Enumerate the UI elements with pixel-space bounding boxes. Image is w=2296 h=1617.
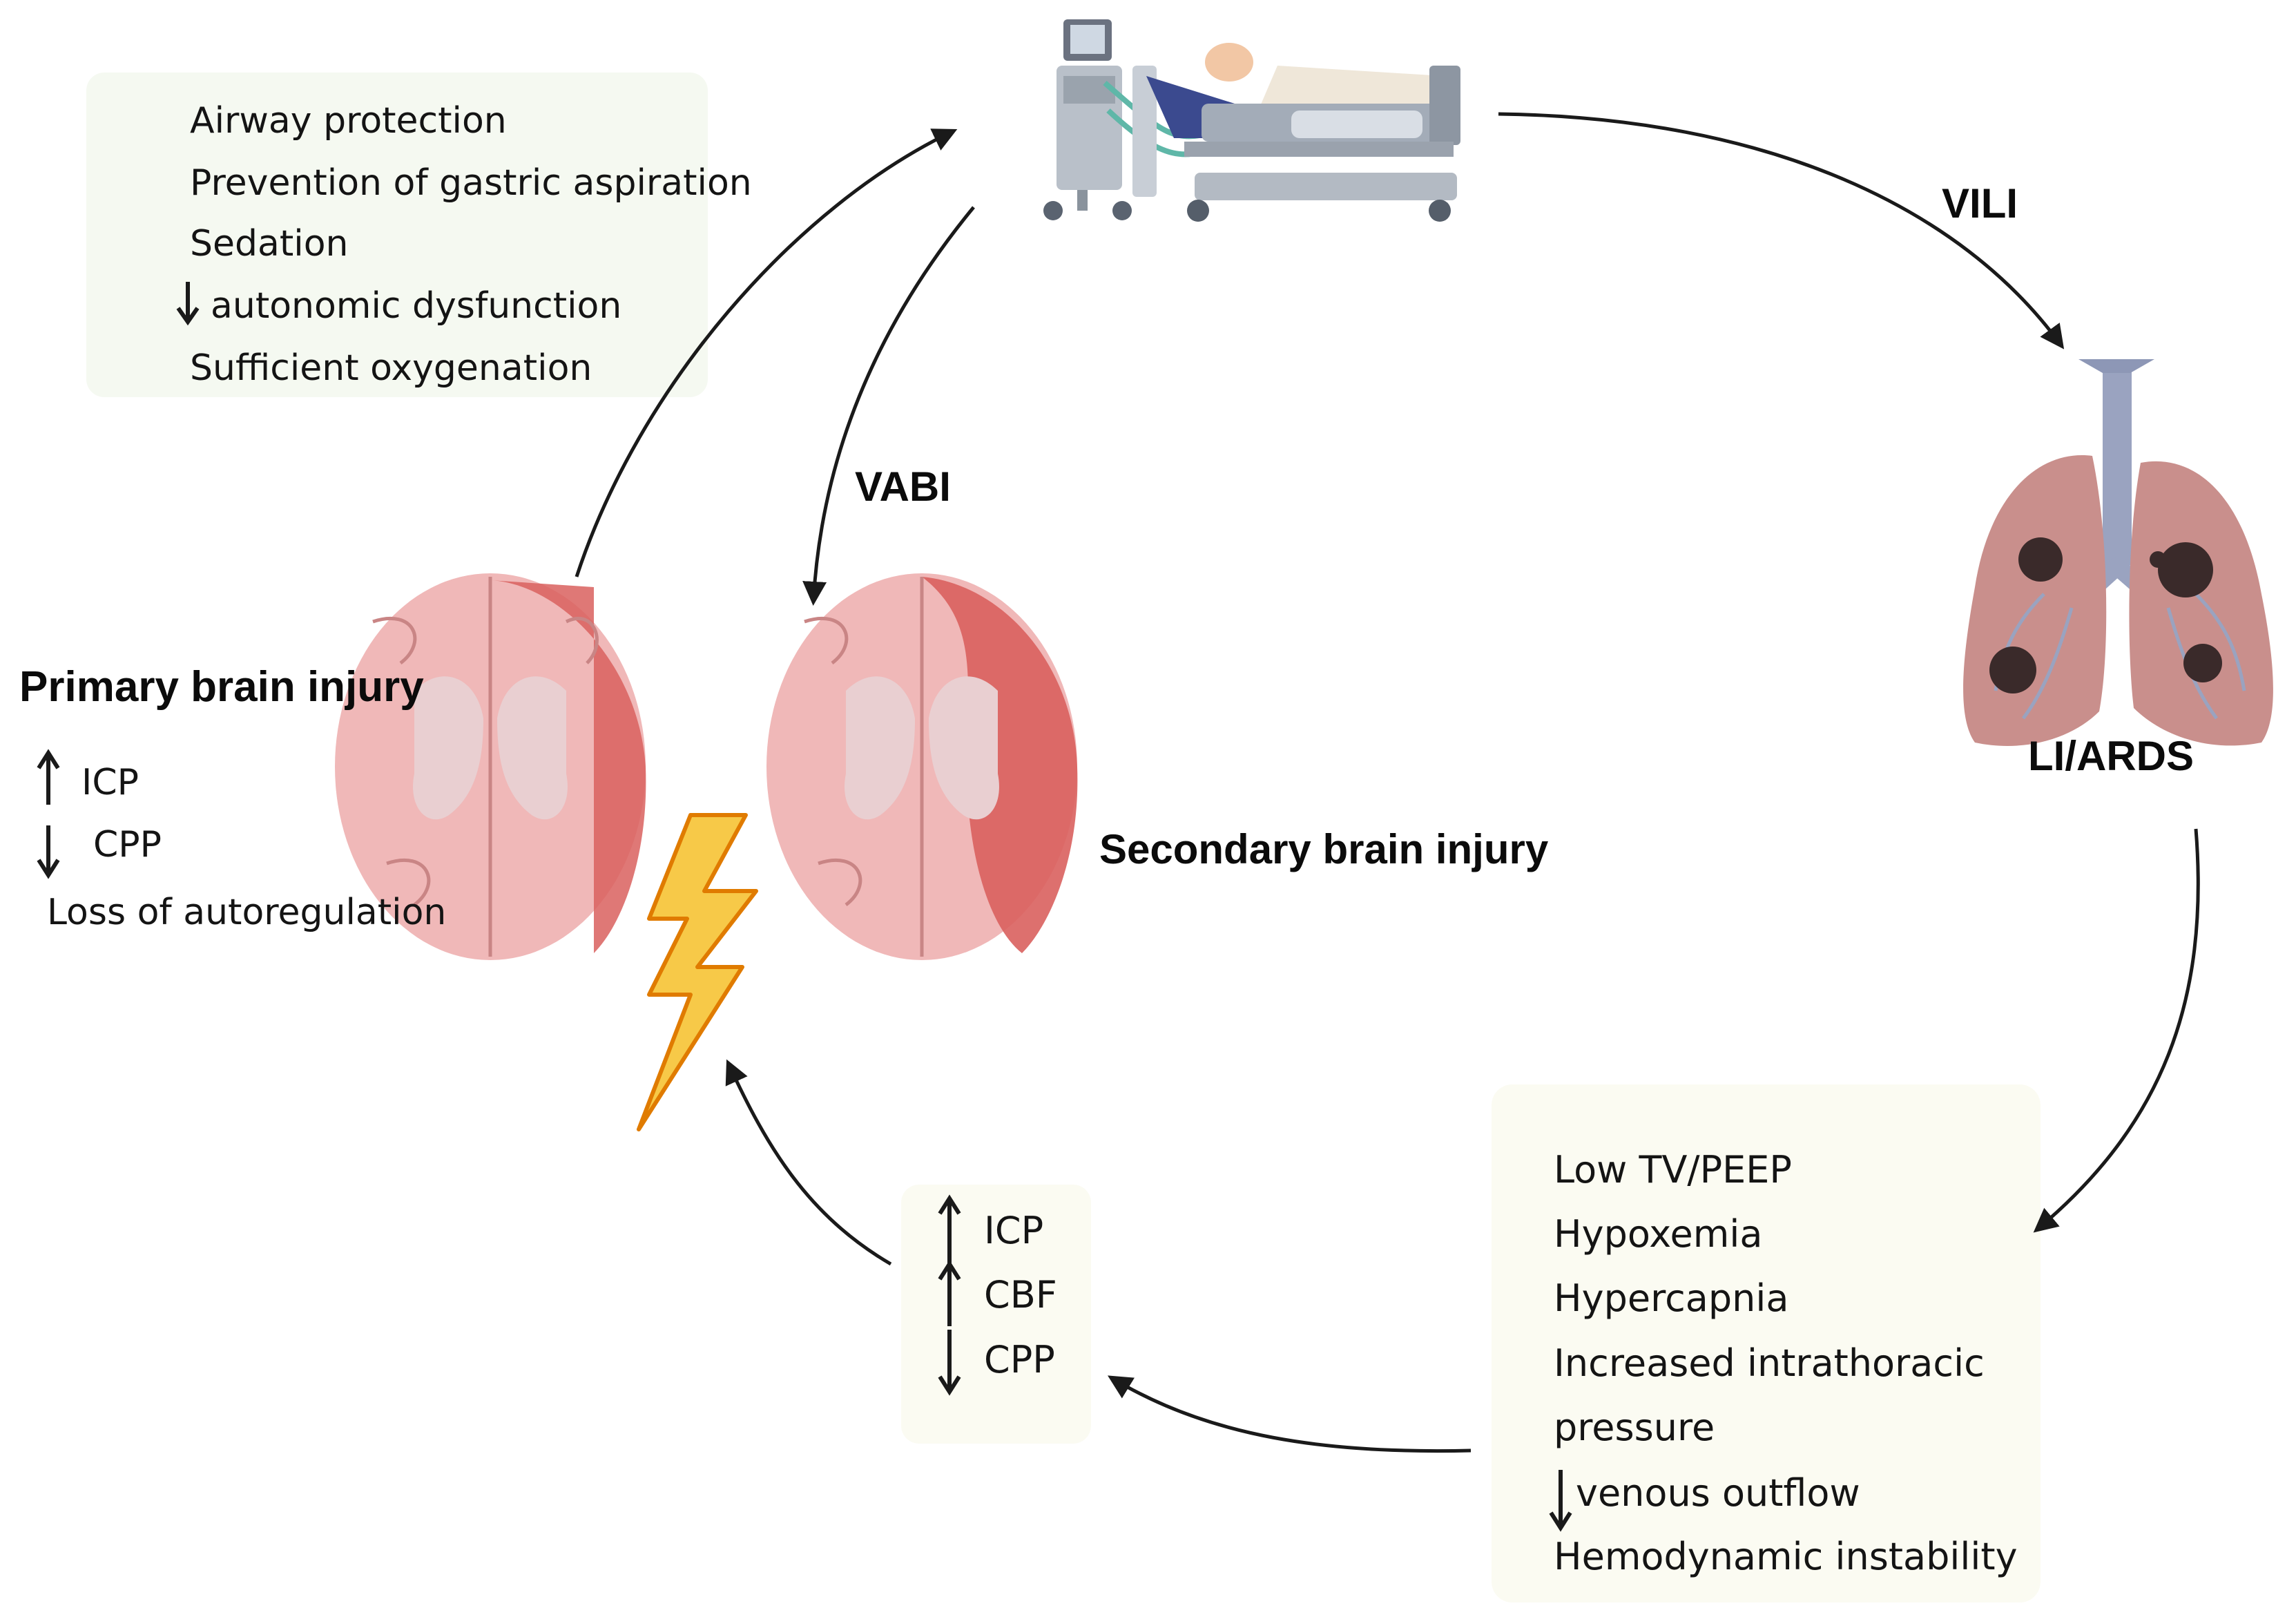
- lightning-bolt-icon: [637, 813, 758, 1131]
- primary-item: ICP: [81, 762, 139, 803]
- lung-effect-item: Hypoxemia: [1554, 1212, 1762, 1256]
- lung-effect-item: Low TV/PEEP: [1554, 1148, 1792, 1192]
- benefits-box: [86, 73, 708, 397]
- lung-label: LI/ARDS: [2028, 733, 2194, 779]
- arrow-brain-effects-to-lightning: [725, 1059, 892, 1266]
- arrow-down-icon: [938, 1330, 961, 1396]
- primary-item: Loss of autoregulation: [47, 892, 446, 933]
- arrow-ventilator-to-lungs: [1498, 112, 2065, 350]
- benefit-item: Sufficient oxygenation: [190, 347, 592, 389]
- vili-label: VILI: [1942, 180, 2018, 227]
- arrow-primary-to-ventilator: [575, 128, 958, 577]
- ventilator-bed-icon: [1043, 19, 1460, 222]
- arrow-up-icon: [938, 1194, 961, 1264]
- lung-effect-item: venous outflow: [1576, 1471, 1860, 1515]
- lung-effects-box: [1492, 1084, 2041, 1602]
- primary-brain-icon: [335, 573, 646, 960]
- secondary-brain-icon: [766, 573, 1078, 960]
- brain-effect-item: CBF: [984, 1273, 1057, 1317]
- lung-effect-item: Hypercapnia: [1554, 1276, 1788, 1320]
- benefit-item: Prevention of gastric aspiration: [190, 162, 752, 204]
- lung-effect-item: Hemodynamic instability: [1554, 1535, 2018, 1578]
- arrow-up-icon: [938, 1260, 961, 1326]
- lung-effect-item: Increased intrathoracic: [1554, 1341, 1985, 1385]
- secondary-brain-injury-title: Secondary brain injury: [1099, 826, 1549, 872]
- benefit-item: autonomic dysfunction: [211, 285, 621, 327]
- lungs-icon: [1963, 359, 2273, 746]
- ventilation-benefits-list: Airway protection Prevention of gastric …: [176, 100, 752, 389]
- lung-effects-list: Low TV/PEEP Hypoxemia Hypercapnia Increa…: [1549, 1148, 2018, 1578]
- arrow-ventilator-to-secondary: [802, 206, 975, 606]
- brain-effects-list: ICP CBF CPP: [938, 1194, 1057, 1396]
- arrow-down-icon: [1549, 1470, 1572, 1532]
- primary-brain-injury-title: Primary brain injury: [19, 663, 424, 711]
- brain-effect-item: ICP: [984, 1209, 1043, 1252]
- arrow-up-icon: [37, 749, 60, 805]
- arrow-down-icon: [37, 825, 60, 879]
- brain-effect-item: CPP: [984, 1338, 1055, 1381]
- benefit-item: Sedation: [190, 223, 348, 265]
- arrow-effects-to-brain-effects: [1108, 1375, 1472, 1453]
- arrow-down-icon: [176, 282, 200, 326]
- arrow-lungs-to-effects: [2033, 828, 2200, 1233]
- vabi-label: VABI: [855, 463, 951, 510]
- primary-item: CPP: [93, 824, 162, 865]
- benefit-item: Airway protection: [190, 100, 507, 142]
- primary-brain-injury-block: Primary brain injury ICP CPP Loss of aut…: [19, 663, 446, 933]
- lung-effect-item: pressure: [1554, 1406, 1715, 1449]
